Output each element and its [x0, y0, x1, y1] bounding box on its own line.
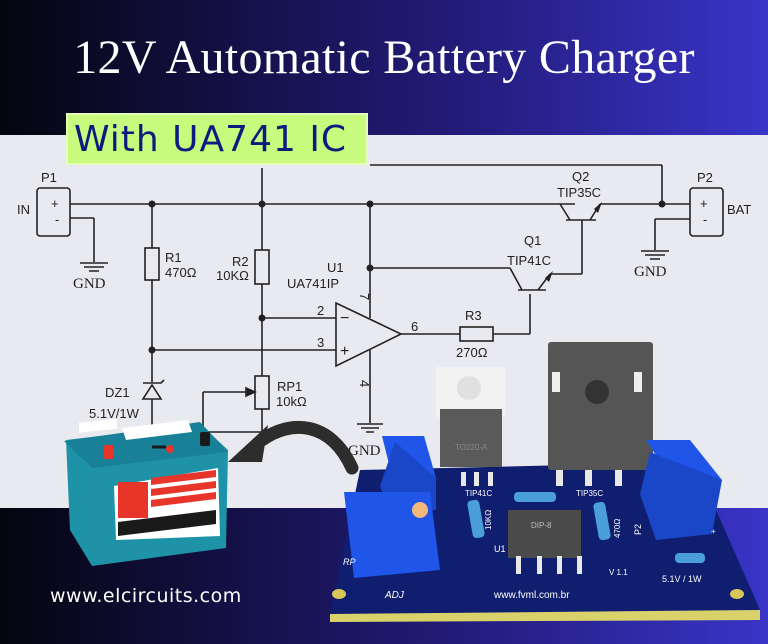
pcb-url-label: www.fvml.com.br — [493, 590, 570, 601]
p1-ref: P1 — [41, 170, 57, 185]
dz1-ref: DZ1 — [105, 385, 130, 400]
gnd-label-p1: GND — [73, 276, 106, 292]
u1-pin4: 4 — [357, 380, 372, 387]
pcb-r1-label: 470Ω — [613, 519, 622, 538]
u1-plus: + — [340, 343, 349, 360]
r3-ref: R3 — [465, 308, 482, 323]
q1-part: TIP41C — [507, 253, 551, 268]
to220-label: TO220-A — [455, 443, 488, 452]
pcb-tip41c-label: TIP41C — [465, 489, 492, 498]
p2-ref: P2 — [697, 170, 713, 185]
pcb-r1-resistor — [593, 501, 611, 541]
gnd-label-u1: GND — [348, 443, 381, 459]
page-title: 12V Automatic Battery Charger — [73, 31, 695, 84]
arrow-icon — [255, 420, 359, 475]
junction-dots — [148, 200, 666, 354]
gnd-label-p2: GND — [634, 264, 667, 280]
p1-plus: + — [51, 196, 59, 211]
tip41c-package — [440, 409, 502, 467]
u1-pin6: 6 — [411, 319, 418, 334]
r3-value: 270Ω — [456, 345, 488, 360]
battery-icon — [64, 418, 228, 566]
pcb-tip35c-label: TIP35C — [576, 489, 603, 498]
q2-ref: Q2 — [572, 169, 589, 184]
r1-ref: R1 — [165, 250, 182, 265]
u1-pin7: 7 — [357, 293, 372, 300]
p1-connector — [36, 187, 71, 237]
p2-plus: + — [700, 196, 708, 211]
pcb-r3-resistor — [514, 492, 556, 502]
pcb-zener — [675, 553, 705, 563]
u1-pin3: 3 — [317, 335, 324, 350]
pcb-rp-label: RP — [343, 557, 356, 567]
pcb-r2-label: 10KΩ — [484, 510, 493, 530]
subtitle-badge: With UA741 IC — [66, 113, 368, 165]
u1-opamp — [335, 301, 403, 368]
u1-minus: − — [340, 310, 349, 327]
rp1-value: 10kΩ — [276, 394, 307, 409]
pcb-version-label: V 1.1 — [609, 568, 628, 577]
pcb-dz-label: 5.1V / 1W — [662, 574, 702, 584]
r2-value: 10KΩ — [216, 268, 249, 283]
q1-ref: Q1 — [524, 233, 541, 248]
q2-part: TIP35C — [557, 185, 601, 200]
rp1-ref: RP1 — [277, 379, 302, 394]
r1-value: 470Ω — [165, 265, 197, 280]
ground-icon — [80, 250, 669, 433]
p2-connector — [689, 187, 724, 237]
pcb-u1-label: U1 — [494, 544, 506, 554]
pcb-plus-label: + — [711, 527, 716, 536]
p1-minus: - — [55, 212, 59, 227]
p1-label: IN — [17, 202, 30, 217]
p2-minus: - — [703, 212, 707, 227]
pcb-r2-resistor — [467, 499, 485, 539]
tip35c-package — [548, 342, 653, 470]
p2-label: BAT — [727, 202, 751, 217]
pcb-ic-label: DIP-8 — [531, 521, 552, 530]
u1-ref: U1 — [327, 260, 344, 275]
r2-ref: R2 — [232, 254, 249, 269]
u1-part: UA741IP — [287, 276, 339, 291]
dz1-value: 5.1V/1W — [89, 406, 140, 421]
pcb-dip8-ic — [508, 510, 581, 558]
u1-pin2: 2 — [317, 303, 324, 318]
pcb-p2-label: P2 — [633, 524, 643, 535]
website-footer[interactable]: www.elcircuits.com — [50, 585, 242, 607]
pcb-adj-label: ADJ — [384, 590, 405, 601]
